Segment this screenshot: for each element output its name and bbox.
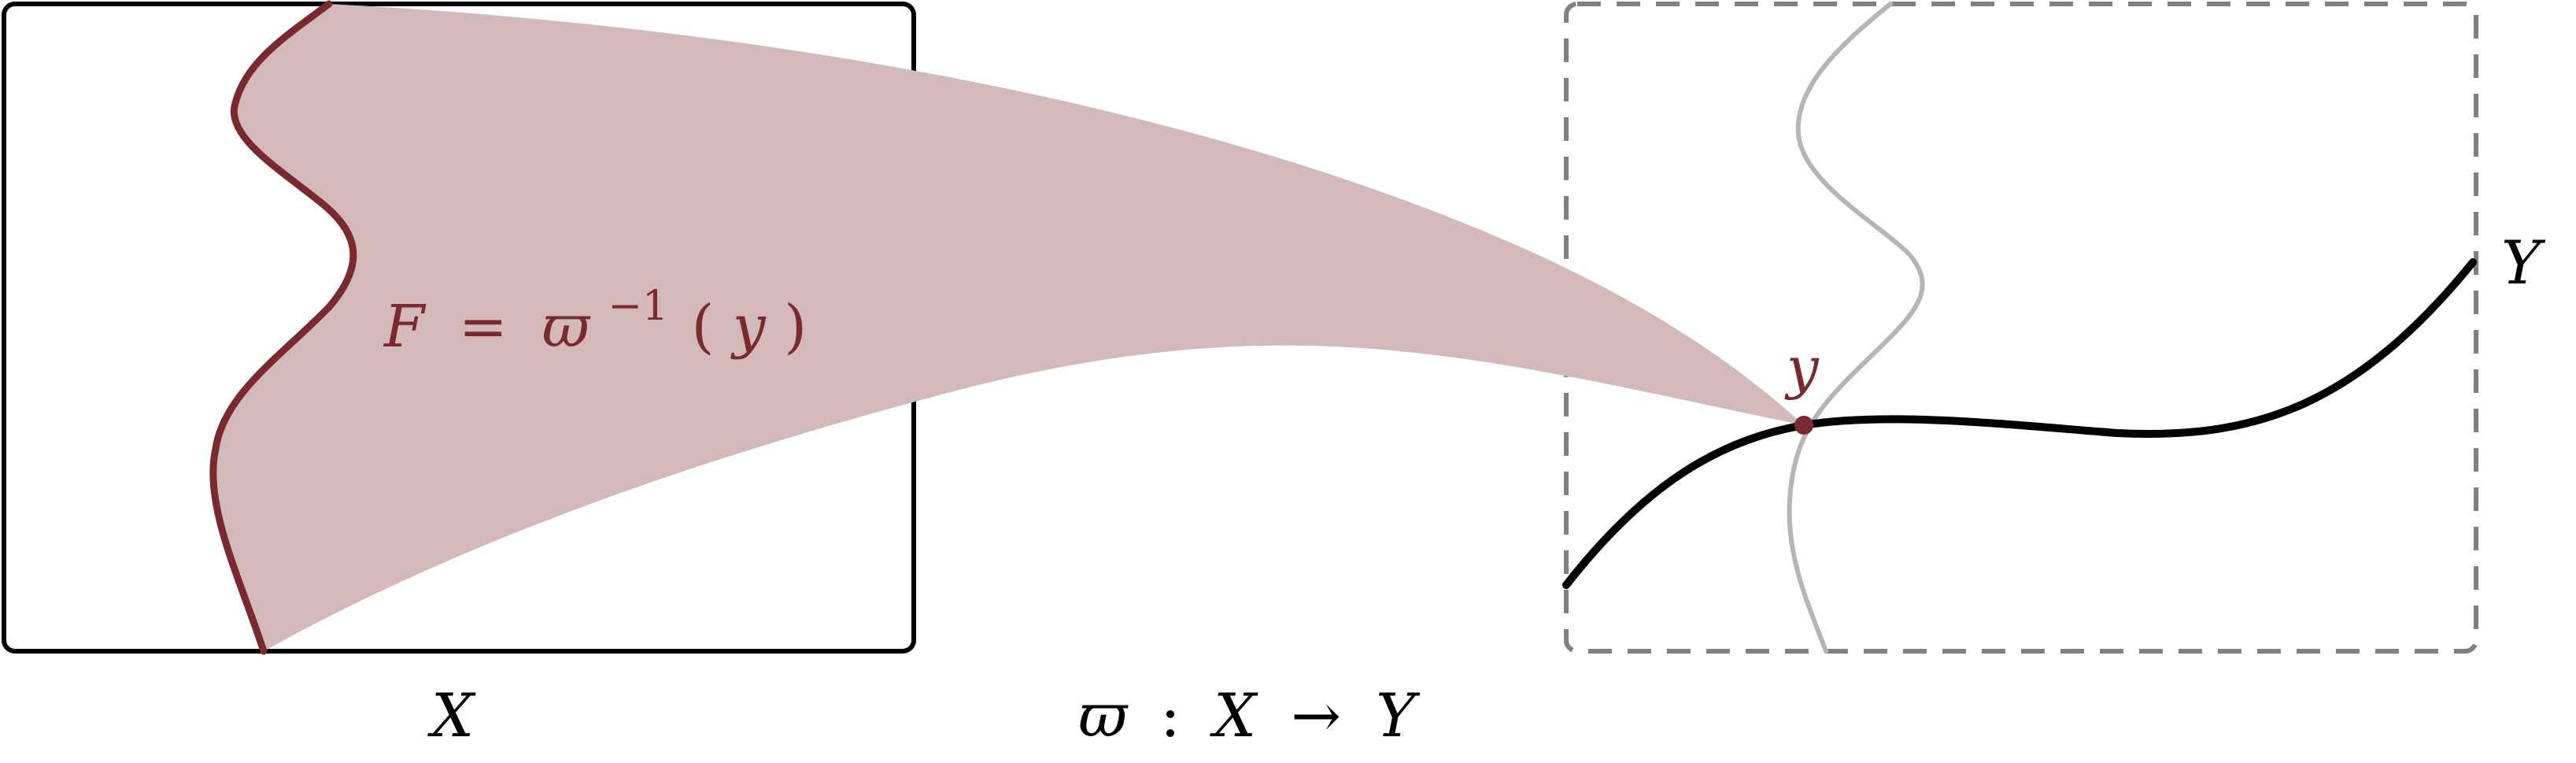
base-space-frame [1564, 2, 2478, 654]
point-y [1794, 416, 1813, 435]
map-caption-colon: : [1160, 680, 1181, 750]
fiber-curve [209, 0, 357, 655]
map-caption-map: ϖ [1078, 680, 1129, 750]
total-space-label: X [427, 680, 476, 750]
fiber-label-arg: y [730, 293, 767, 361]
base-curve [1562, 258, 2477, 589]
fiber-label-close: ) [784, 293, 807, 361]
ghost-fiber-curve [1787, 2, 1925, 654]
map-caption-src: X [1210, 680, 1258, 750]
fiber-label-map: ϖ [541, 293, 591, 361]
fiber-label-open: ( [692, 293, 715, 361]
fiber-region [213, 4, 1805, 651]
map-caption-arrow: → [1291, 680, 1341, 750]
fiber-label-exp: −1 [608, 283, 668, 330]
map-caption-tgt: Y [1376, 680, 1421, 750]
map-caption: ϖ : X → Y [1078, 680, 1421, 750]
fiber-label-lhs: F [383, 293, 427, 361]
fiber-label-eq: = [459, 293, 508, 361]
fiber-label: F = ϖ −1 ( y ) [383, 266, 807, 361]
point-label: y [1784, 335, 1820, 401]
base-curve-label: Y [2501, 228, 2546, 298]
